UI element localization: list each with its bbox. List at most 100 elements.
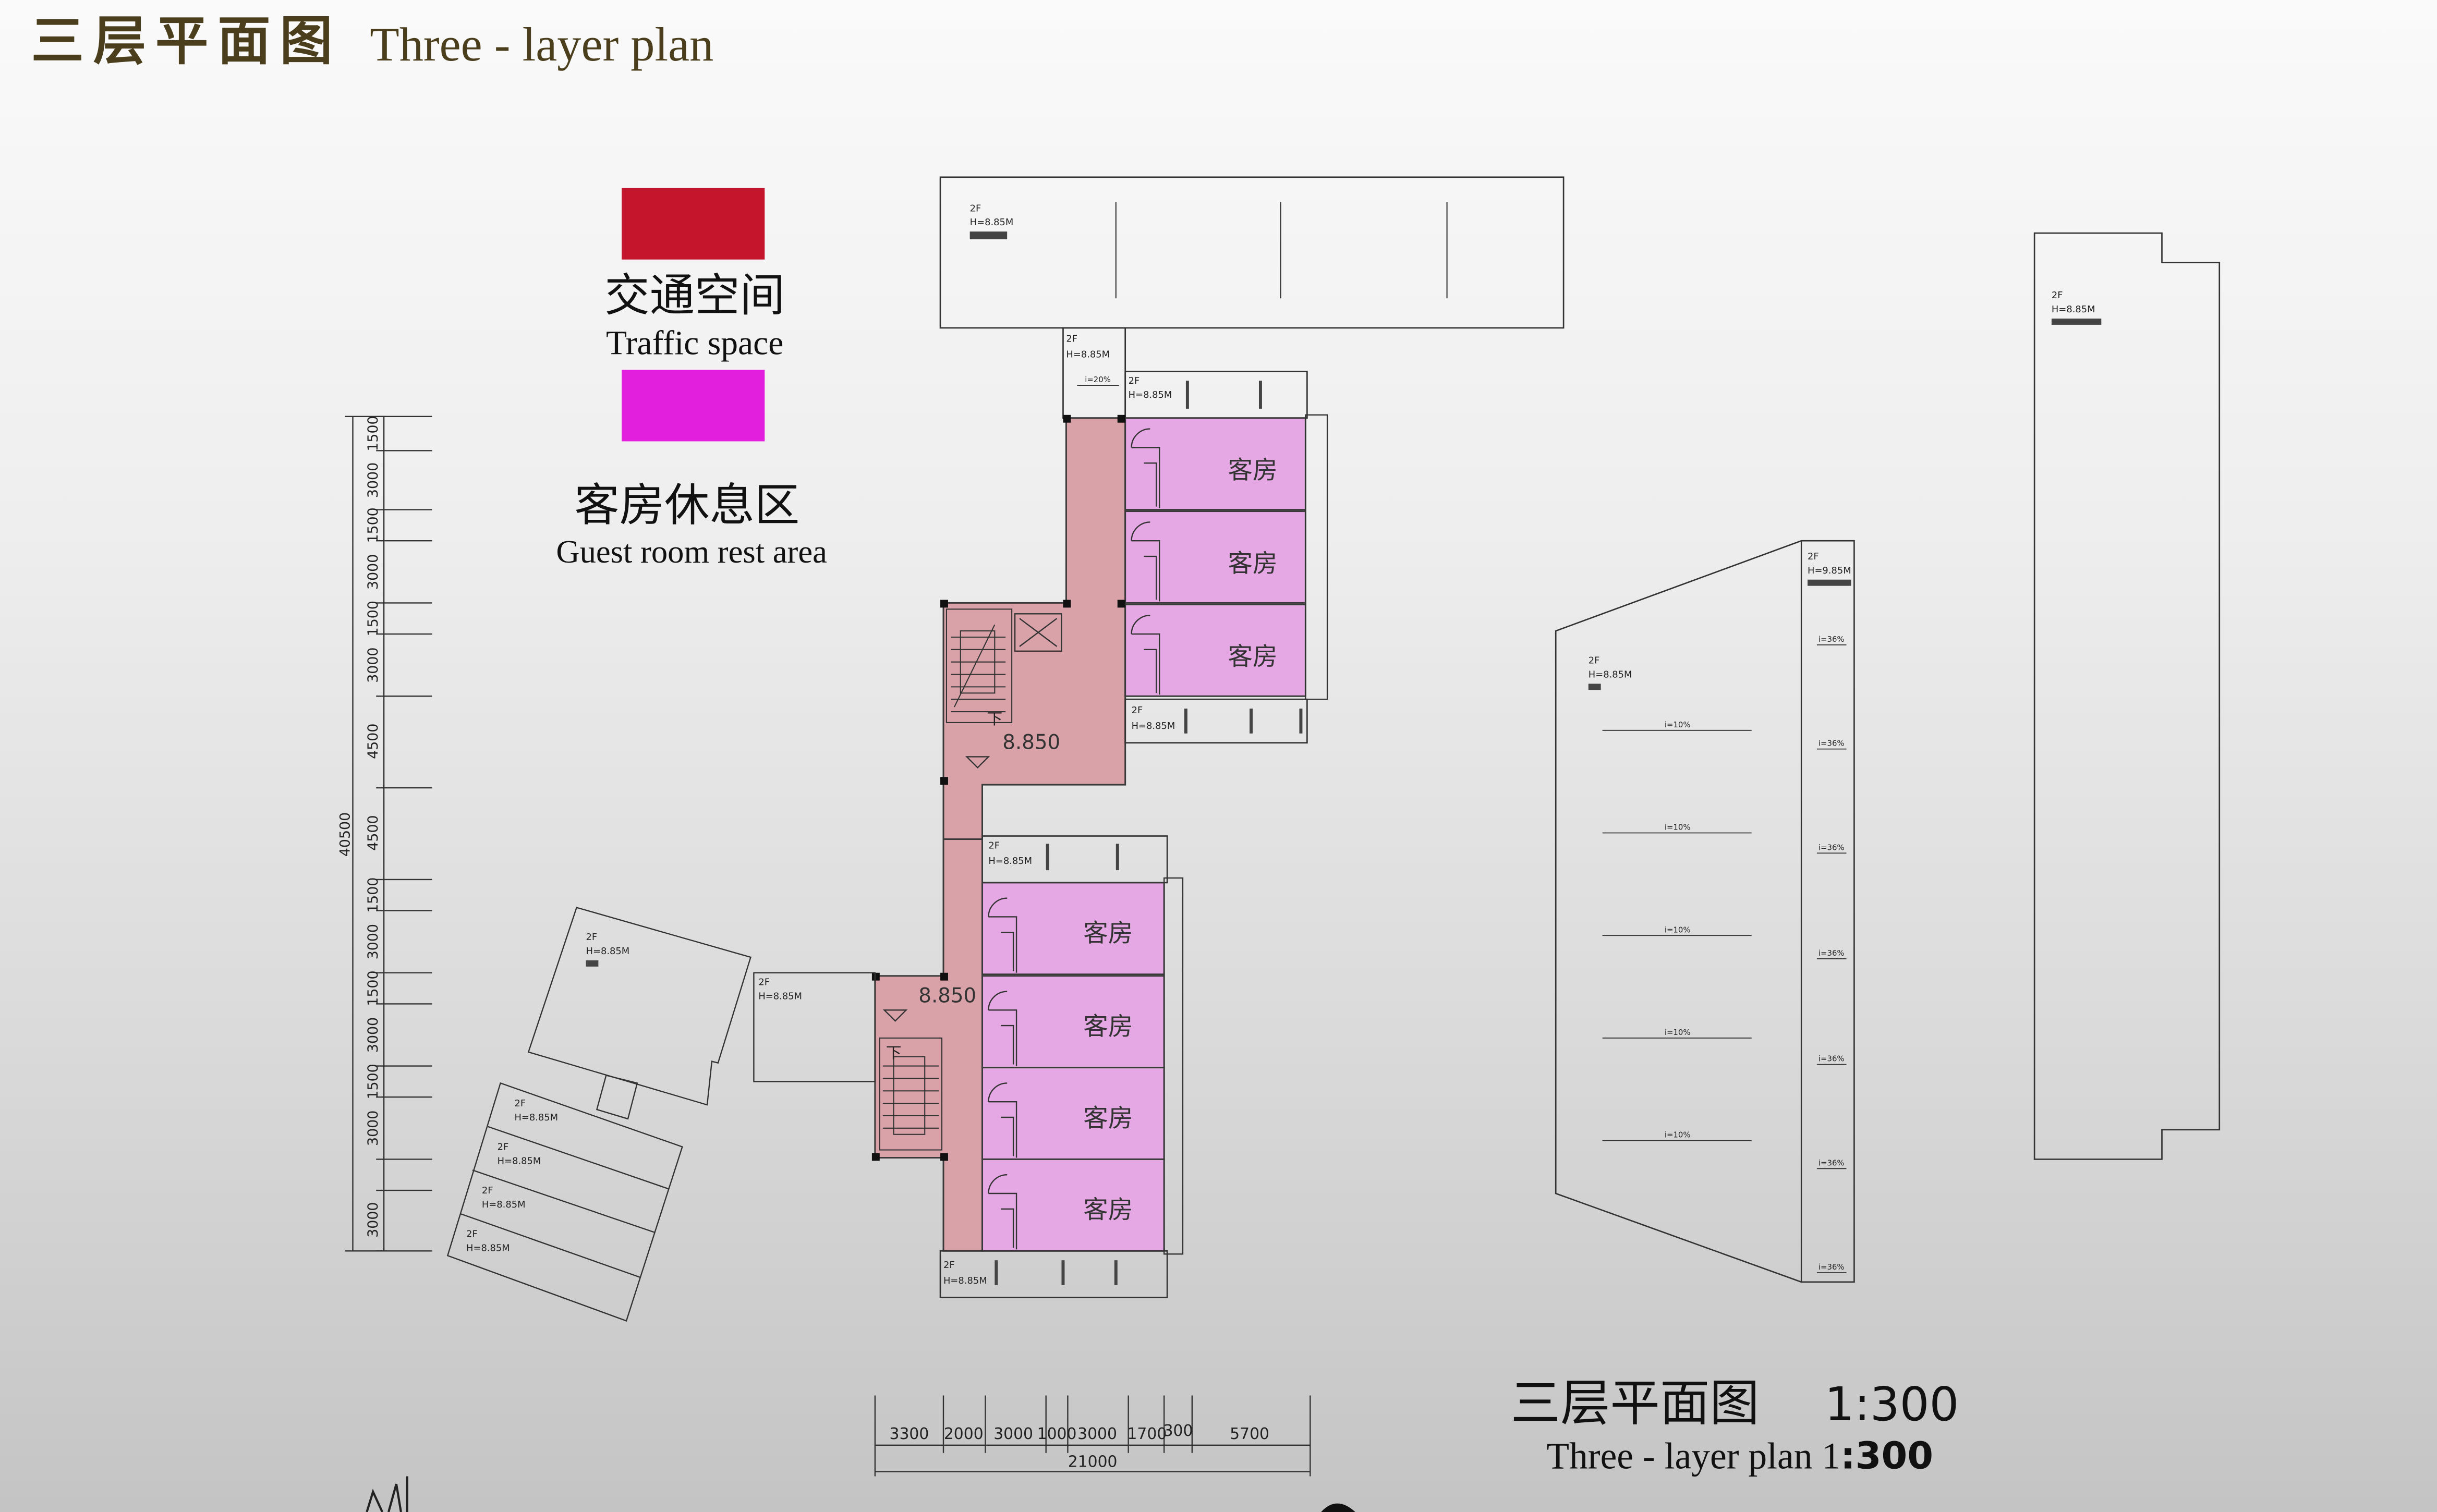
dim-h-3: 3000 — [993, 1425, 1033, 1443]
dim-v-14: 3000 — [365, 1111, 381, 1146]
svg-text:i=10%: i=10% — [1665, 1028, 1691, 1037]
svg-text:H=8.85M: H=8.85M — [482, 1199, 526, 1210]
svg-text:H=8.85M: H=8.85M — [943, 1275, 987, 1286]
svg-text:2F: 2F — [1589, 655, 1600, 666]
decorative-plant-sketch — [366, 1476, 408, 1512]
stair-down-label-lower: 下 — [886, 1044, 902, 1063]
dim-h-6: 1700 — [1127, 1425, 1167, 1443]
svg-text:2F: 2F — [1808, 551, 1819, 562]
dim-v-11: 1500 — [365, 970, 381, 1006]
room-label: 客房 — [1228, 643, 1277, 672]
svg-text:2F: 2F — [498, 1142, 509, 1153]
svg-text:i=10%: i=10% — [1665, 823, 1691, 832]
upper-roof-strip: 2F H=8.85M — [1124, 370, 1308, 419]
dim-h-7: 300 — [1163, 1422, 1193, 1440]
dim-v-5: 1500 — [365, 601, 381, 636]
page-title-cn: 三层平面图 — [31, 9, 342, 71]
level-mark-triangle-upper — [965, 756, 990, 769]
svg-text:H=8.85M: H=8.85M — [1129, 389, 1172, 400]
svg-text:H=8.85M: H=8.85M — [1066, 349, 1110, 360]
svg-text:2F: 2F — [970, 203, 981, 214]
guest-rooms-lower: 客房 客房 客房 客房 2F H=8.85M — [939, 877, 1184, 1299]
dim-v-1: 1500 — [365, 416, 381, 451]
dim-v-9: 1500 — [365, 877, 381, 913]
svg-text:H=8.85M: H=8.85M — [2052, 304, 2095, 315]
dim-v-10: 3000 — [365, 924, 381, 959]
svg-text:2F: 2F — [514, 1098, 526, 1109]
stair-lower — [879, 1037, 943, 1151]
svg-text:H=8.85M: H=8.85M — [1132, 721, 1175, 731]
dim-h-4: 1000 — [1037, 1425, 1077, 1443]
svg-text:H=8.85M: H=8.85M — [1589, 669, 1632, 680]
level-mark-upper: 8.850 — [1002, 731, 1060, 754]
room-label: 客房 — [1228, 550, 1277, 578]
room-label: 客房 — [1083, 1196, 1133, 1225]
stair-upper — [945, 608, 1013, 723]
dim-v-total: 40500 — [337, 812, 354, 857]
lower-roof-strip: 2F H=8.85M — [981, 835, 1168, 884]
dim-v-6: 3000 — [365, 648, 381, 683]
svg-text:2F: 2F — [1066, 334, 1077, 345]
far-right-tall-roof: 2F H=8.85M — [2033, 232, 2221, 1160]
caption-title-cn: 三层平面图 — [1511, 1374, 1760, 1432]
legend-label-guest-room-en: Guest room rest area — [556, 533, 827, 570]
svg-text:i=36%: i=36% — [1818, 739, 1845, 748]
svg-text:H=8.85M: H=8.85M — [586, 946, 630, 957]
stair-down-label-upper: 下 — [987, 710, 1002, 728]
svg-text:H=8.85M: H=8.85M — [466, 1242, 510, 1253]
caption-scale-en: :300 — [1840, 1434, 1933, 1478]
left-angled-roof-labels: 2F H=8.85M 2F H=8.85M 2F H=8.85M 2F H=8.… — [466, 932, 802, 1253]
dim-v-4: 3000 — [365, 554, 381, 590]
svg-text:2F: 2F — [586, 932, 598, 943]
horizontal-dimension-labels: 3300 2000 3000 1000 3000 1700 300 5700 2… — [890, 1422, 1270, 1471]
svg-text:2F: 2F — [466, 1228, 478, 1239]
svg-text:2F: 2F — [943, 1260, 955, 1271]
level-mark-lower: 8.850 — [918, 984, 976, 1007]
svg-text:H=9.85M: H=9.85M — [1808, 565, 1851, 576]
horizontal-dimension-chain — [874, 1395, 1311, 1477]
caption-scale-cn: 1:300 — [1825, 1377, 1959, 1432]
dim-h-1: 3300 — [890, 1425, 929, 1443]
traffic-corridor-upper — [942, 417, 1126, 840]
svg-text:2F: 2F — [758, 977, 770, 988]
dim-v-12: 3000 — [365, 1017, 381, 1053]
svg-text:Three - layer plan 1:300: Three - layer plan 1:300 — [1546, 1434, 1933, 1478]
dim-v-8: 4500 — [365, 815, 381, 850]
legend-label-guest-room-cn: 客房休息区 — [574, 479, 799, 531]
svg-text:i=10%: i=10% — [1665, 925, 1691, 934]
dim-h-total: 21000 — [1068, 1453, 1118, 1471]
svg-text:i=36%: i=36% — [1818, 1054, 1845, 1064]
room-label: 客房 — [1083, 919, 1133, 948]
dim-h-8: 5700 — [1230, 1425, 1269, 1443]
guest-rooms-upper: 2F H=8.85M 客房 客房 客房 — [1124, 414, 1328, 744]
svg-text:i=10%: i=10% — [1665, 1130, 1691, 1140]
dim-v-3: 1500 — [365, 507, 381, 543]
svg-text:2F: 2F — [2052, 290, 2063, 301]
svg-text:2F: 2F — [988, 840, 1000, 851]
vertical-dimension-chain — [345, 416, 432, 1252]
legend-label-traffic-cn: 交通空间 — [604, 270, 785, 322]
svg-text:H=8.85M: H=8.85M — [514, 1112, 558, 1123]
svg-text:i=36%: i=36% — [1818, 635, 1845, 644]
dim-v-7: 4500 — [365, 724, 381, 759]
svg-text:H=8.85M: H=8.85M — [988, 856, 1032, 867]
svg-text:H=8.85M: H=8.85M — [498, 1155, 541, 1166]
svg-text:i=20%: i=20% — [1085, 375, 1111, 384]
elevator-upper — [1014, 613, 1062, 652]
vertical-dimension-labels: 40500 1500 3000 1500 3000 1500 3000 4500… — [337, 416, 382, 1237]
svg-text:2F: 2F — [482, 1185, 493, 1196]
legend-label-traffic-en: Traffic space — [606, 325, 783, 362]
svg-text:2F: 2F — [1129, 375, 1140, 386]
dim-h-2: 2000 — [944, 1425, 984, 1443]
legend-swatch-traffic — [622, 188, 765, 260]
page-title-en: Three - layer plan — [370, 18, 713, 71]
svg-text:i=10%: i=10% — [1665, 720, 1691, 729]
dim-v-15: 3000 — [365, 1202, 381, 1238]
dim-h-5: 3000 — [1077, 1425, 1117, 1443]
decorative-corner-shape — [1321, 1503, 1355, 1512]
svg-text:H=8.85M: H=8.85M — [758, 991, 802, 1002]
structural-columns — [871, 414, 1125, 1161]
svg-text:i=36%: i=36% — [1818, 1262, 1845, 1272]
svg-text:H=8.85M: H=8.85M — [970, 217, 1014, 228]
